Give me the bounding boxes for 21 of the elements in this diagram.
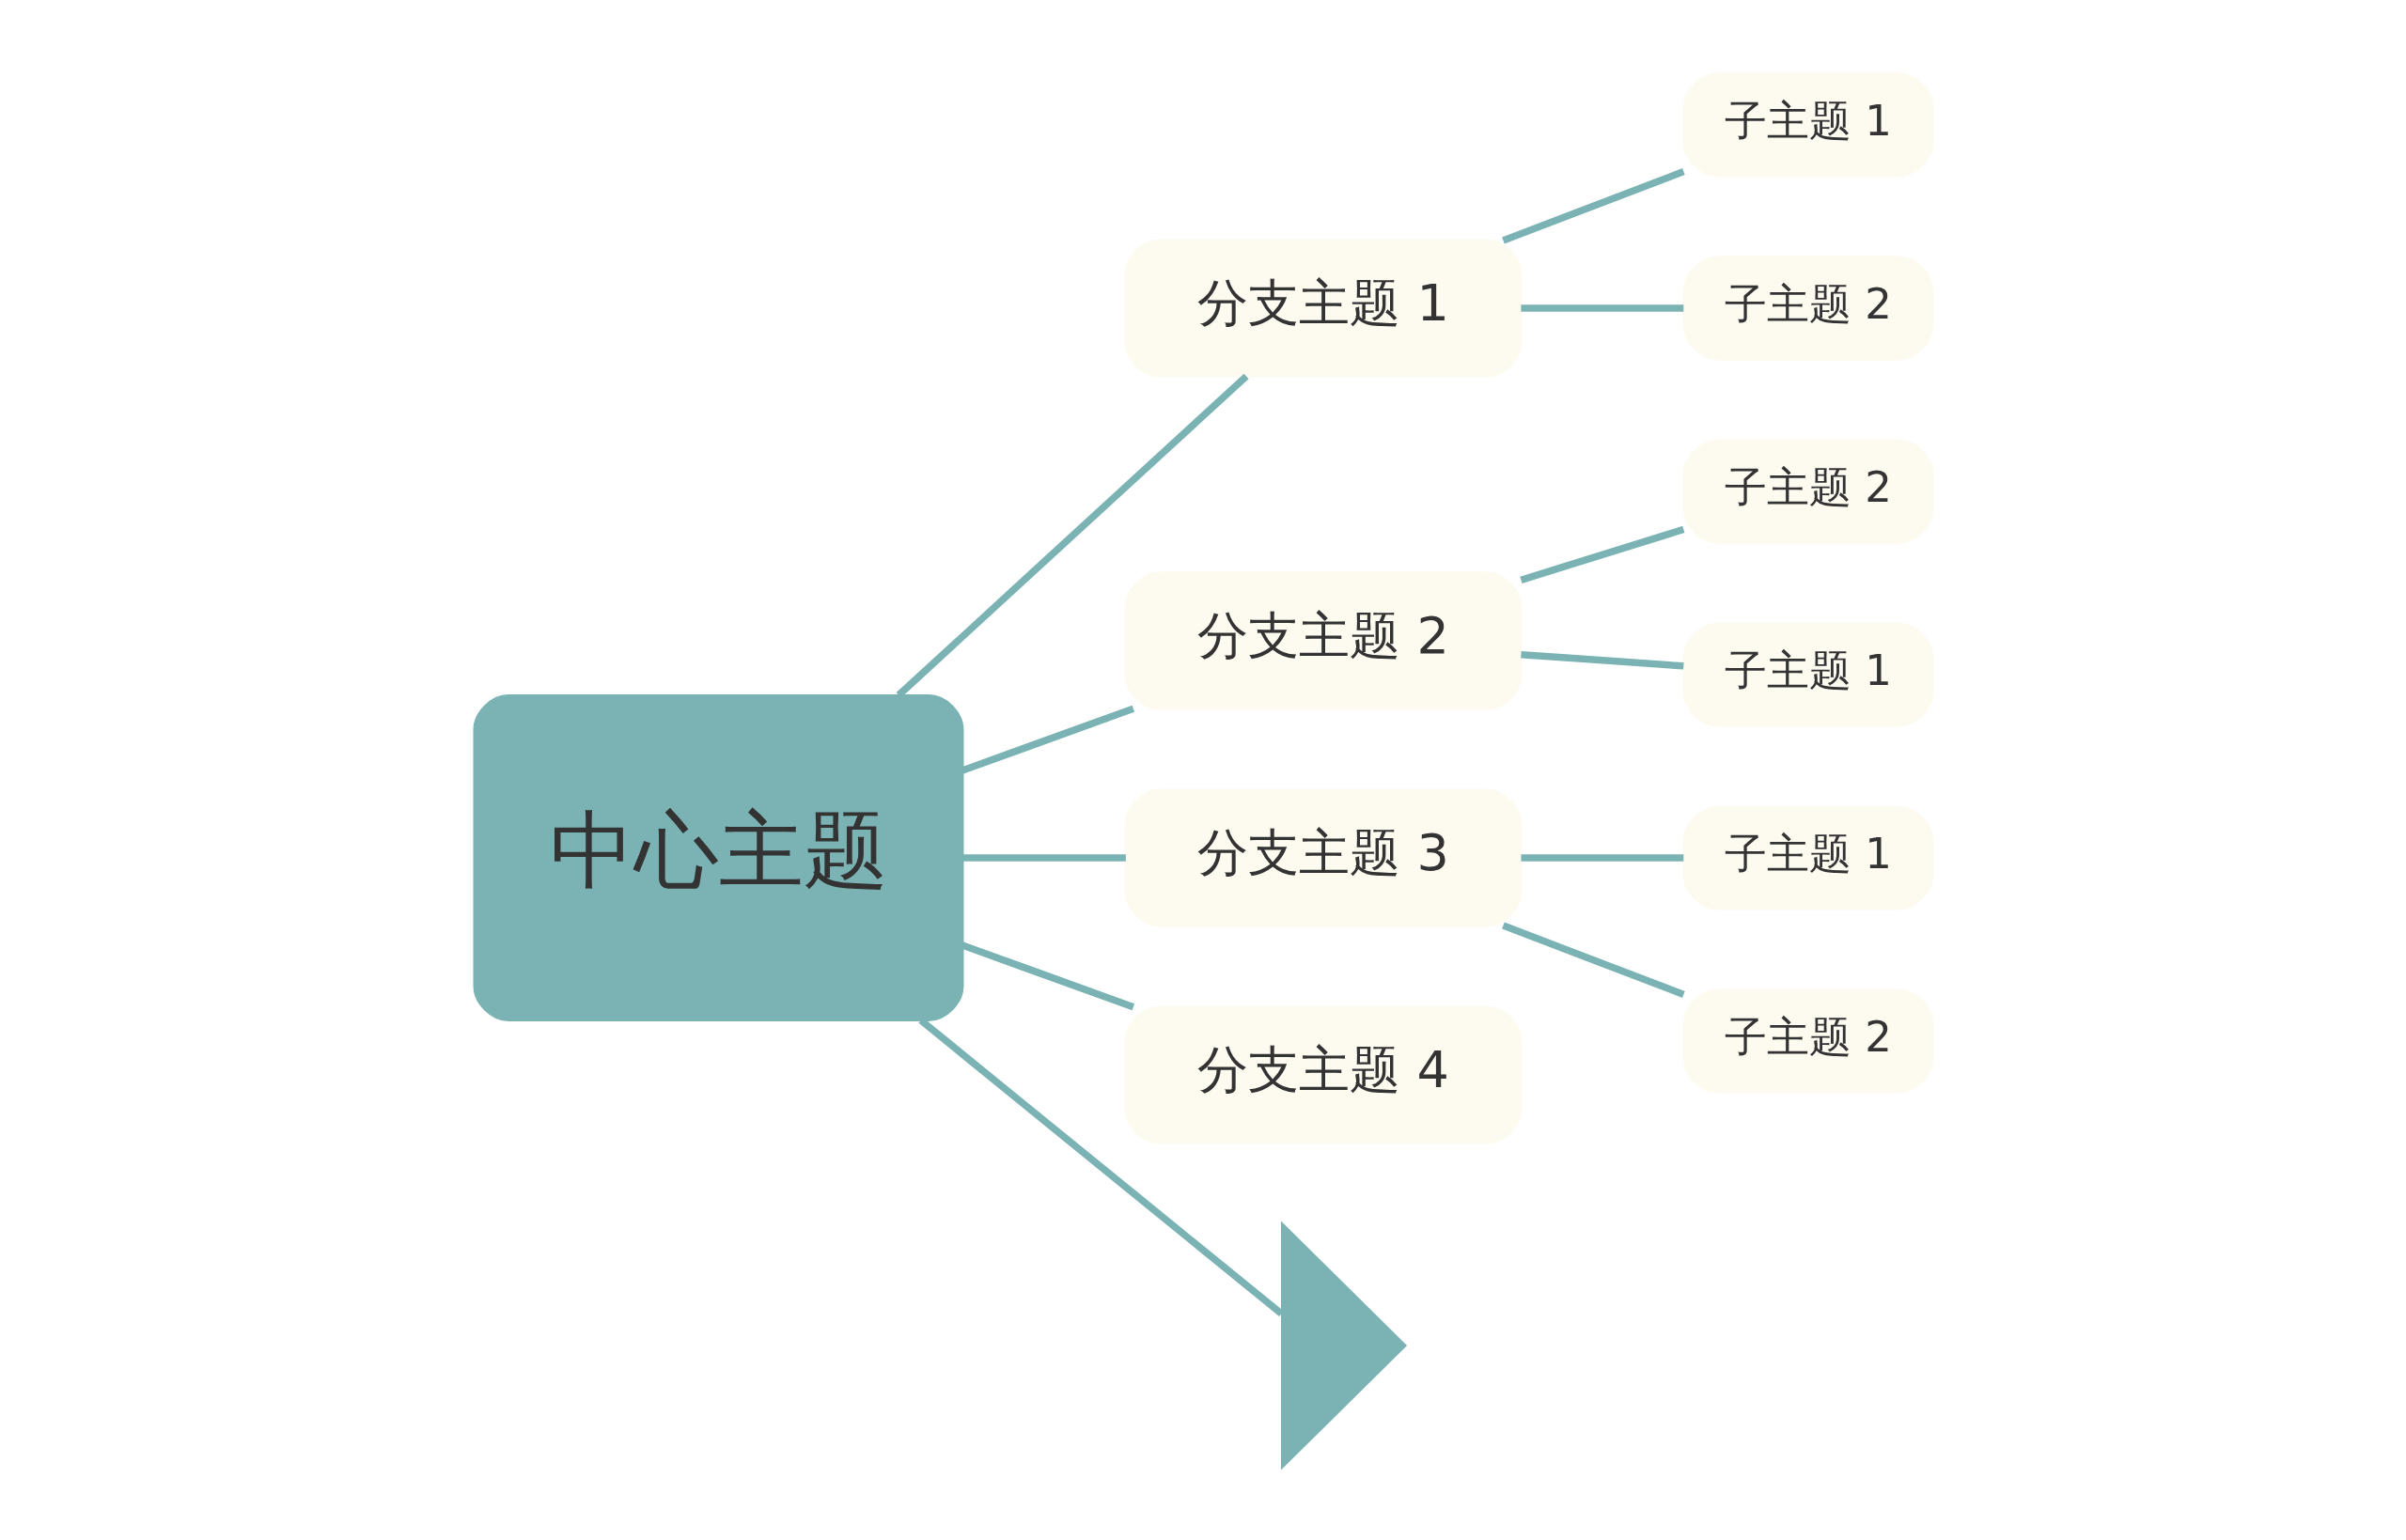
node-box: 子主题 2 bbox=[1682, 988, 1933, 1093]
node-box: 子主题 1 bbox=[1682, 72, 1933, 177]
connector bbox=[961, 853, 1126, 862]
node-box: 子主题 2 bbox=[1682, 439, 1933, 543]
connector bbox=[1501, 167, 1685, 243]
node-box: 分支主题 3 bbox=[1124, 788, 1522, 926]
node-tail bbox=[1280, 1220, 1407, 1470]
connector bbox=[961, 941, 1134, 1010]
node-box: 分支主题 2 bbox=[1124, 571, 1522, 709]
connector bbox=[1520, 650, 1684, 670]
node-box: 子主题 2 bbox=[1682, 256, 1933, 360]
node-box: 子主题 1 bbox=[1682, 805, 1933, 910]
node-box: 中心主题 bbox=[473, 693, 963, 1021]
node-box: 分支主题 1 bbox=[1124, 239, 1522, 377]
connector bbox=[961, 705, 1134, 774]
connector bbox=[1501, 922, 1685, 998]
connector bbox=[1519, 525, 1684, 583]
connector bbox=[1520, 303, 1683, 312]
node-box: 子主题 1 bbox=[1682, 622, 1933, 726]
connector bbox=[1520, 853, 1683, 862]
node-box: 分支主题 4 bbox=[1124, 1005, 1522, 1143]
